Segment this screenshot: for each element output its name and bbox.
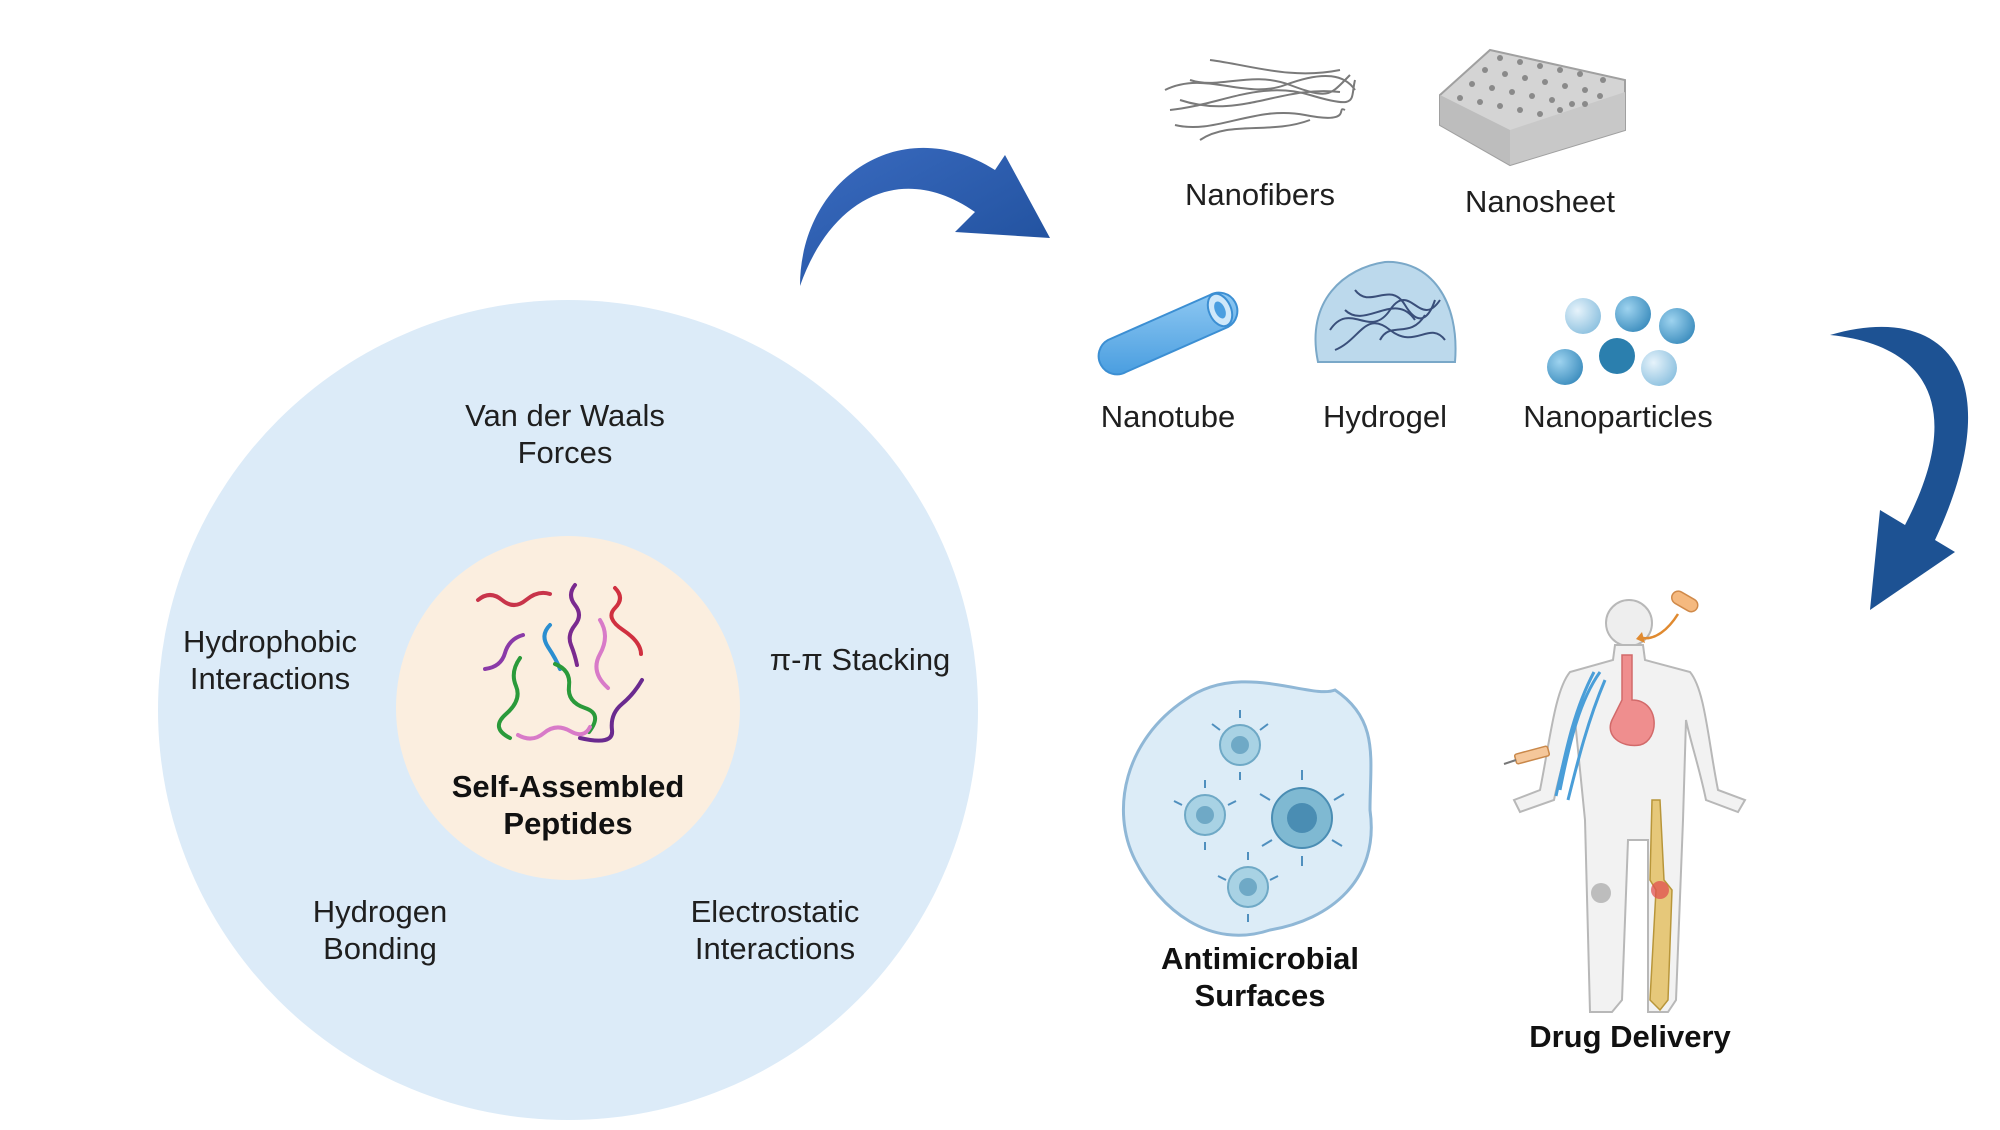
label-electrostatic: Electrostatic Interactions bbox=[690, 894, 860, 966]
label-nanofibers: Nanofibers bbox=[1185, 177, 1335, 212]
label-nanoparticles: Nanoparticles bbox=[1523, 399, 1713, 434]
knee-joint-icon bbox=[1651, 881, 1669, 899]
immune-cell-icon bbox=[1227, 866, 1269, 908]
label-hydrophobic: Hydrophobic Interactions bbox=[182, 624, 358, 696]
antimicrobial-surface-icon bbox=[1122, 680, 1373, 937]
arm-veins-icon bbox=[1554, 671, 1607, 801]
immune-cell-icon bbox=[1219, 724, 1261, 766]
peptide-core-circle bbox=[396, 536, 740, 880]
pill-to-mouth-arrow bbox=[1641, 613, 1680, 640]
label-drug-delivery: Drug Delivery bbox=[1529, 1019, 1731, 1054]
nanoparticles-icon bbox=[1547, 296, 1695, 386]
arrow-to-applications bbox=[1830, 326, 1969, 610]
hydrogel-icon bbox=[1314, 260, 1457, 363]
immune-cell-icon bbox=[1184, 794, 1226, 836]
nanofibers-icon bbox=[1164, 59, 1356, 141]
nanosheet-icon bbox=[1439, 48, 1626, 167]
label-self-assembled-peptides: Self-Assembled Peptides bbox=[451, 769, 685, 841]
label-antimicrobial-surfaces: Antimicrobial Surfaces bbox=[1160, 941, 1360, 1013]
human-body-icon bbox=[1503, 590, 1747, 1013]
label-pi-stacking: π-π Stacking bbox=[769, 642, 951, 677]
syringe-icon bbox=[1503, 745, 1551, 765]
label-hydrogel: Hydrogel bbox=[1322, 399, 1448, 434]
label-hydrogen-bonding: Hydrogen Bonding bbox=[312, 894, 448, 966]
knee-bruise-icon bbox=[1591, 883, 1611, 903]
peptide-strands-icon bbox=[476, 583, 644, 743]
label-van-der-waals: Van der Waals Forces bbox=[465, 398, 665, 470]
label-nanotube: Nanotube bbox=[1100, 399, 1236, 434]
immune-cell-icon bbox=[1271, 787, 1333, 849]
label-nanosheet: Nanosheet bbox=[1465, 184, 1615, 219]
nanotube-icon bbox=[1097, 291, 1239, 376]
stomach-icon bbox=[1609, 654, 1655, 747]
arrow-to-structures bbox=[800, 147, 1050, 286]
pill-icon bbox=[1671, 590, 1699, 613]
